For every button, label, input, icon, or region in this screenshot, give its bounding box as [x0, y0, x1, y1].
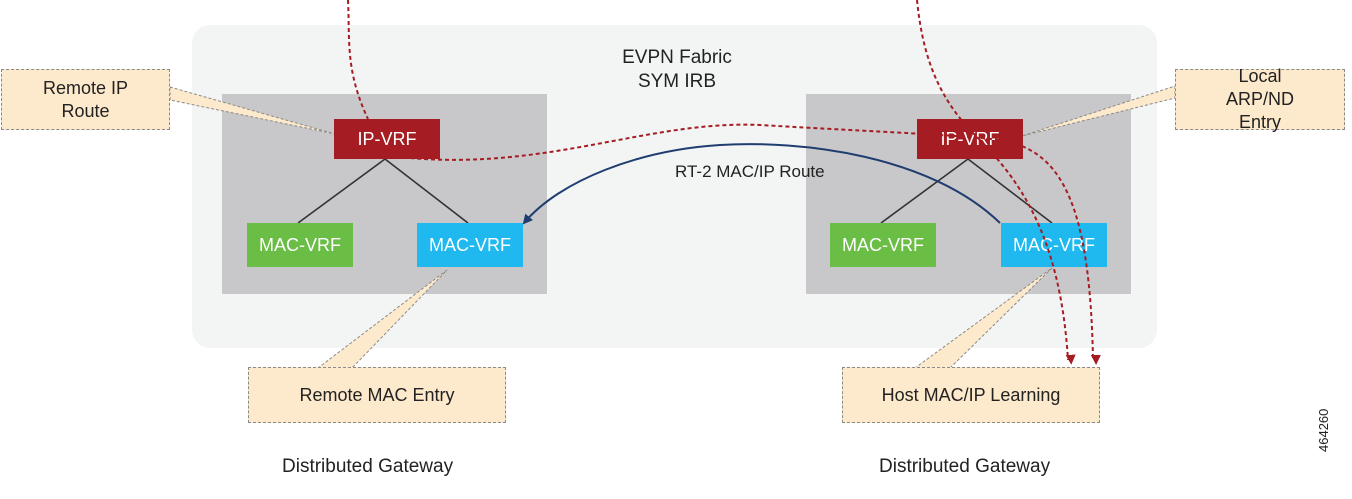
right-incoming-dashed — [916, 0, 1076, 365]
fabric-title-line1: EVPN Fabric — [622, 47, 732, 68]
right-mac-vrf-green: MAC-VRF — [830, 223, 936, 267]
left-tree-line-green — [297, 158, 386, 224]
callout-remote-ip-route: Remote IP Route — [1, 69, 170, 130]
cross-fabric-dashed — [409, 123, 1101, 365]
fabric-title-line2: SYM IRB — [637, 71, 717, 92]
callout-local-arp-nd: Local ARP/ND Entry — [1175, 66, 1345, 132]
remote-ip-pointer — [169, 86, 336, 135]
left-incoming-dashed — [347, 0, 369, 120]
figure-id: 464260 — [1316, 408, 1331, 452]
left-mac-vrf-blue: MAC-VRF — [417, 223, 523, 267]
rt2-route-arrow — [522, 143, 1001, 225]
callout-host-mac-ip-learning: Host MAC/IP Learning — [842, 367, 1100, 423]
left-ip-vrf: IP-VRF — [334, 119, 440, 159]
right-gateway-label: Distributed Gateway — [879, 456, 1051, 477]
right-tree-line-green — [880, 158, 969, 224]
left-mac-vrf-green: MAC-VRF — [247, 223, 353, 267]
callout-remote-mac-entry: Remote MAC Entry — [248, 367, 506, 423]
left-gateway-label: Distributed Gateway — [282, 456, 454, 477]
left-tree-line-blue — [384, 158, 469, 224]
fabric-title: EVPN Fabric SYM IRB — [577, 46, 777, 94]
right-mac-vrf-blue: MAC-VRF — [1001, 223, 1107, 267]
right-ip-vrf: IP-VRF — [917, 119, 1023, 159]
rt2-route-label: RT-2 MAC/IP Route — [675, 162, 825, 181]
right-tree-line-blue — [967, 158, 1053, 224]
